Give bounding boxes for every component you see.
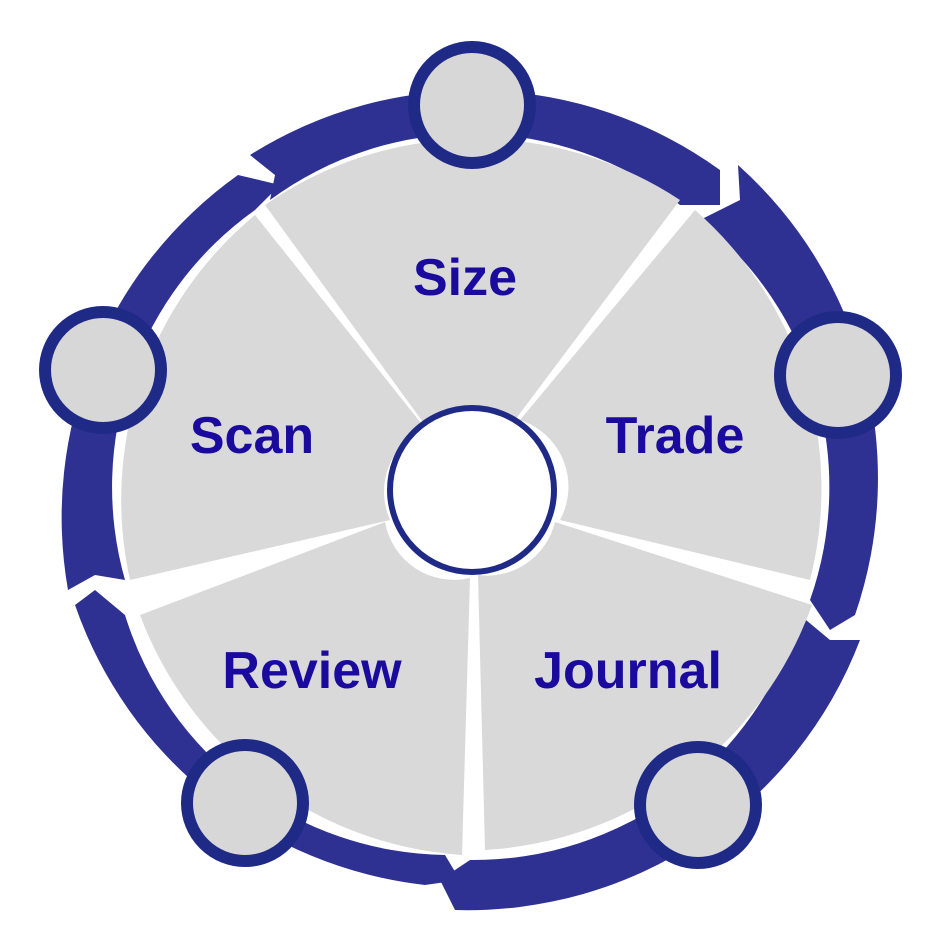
segment-journal bbox=[478, 522, 812, 850]
knob-left bbox=[39, 306, 167, 434]
segment-review bbox=[140, 522, 470, 855]
ring-arc-journal bbox=[440, 615, 860, 911]
stage-label-review: Review bbox=[222, 642, 402, 700]
center-hub bbox=[387, 405, 557, 575]
stage-label-size: Size bbox=[413, 249, 517, 307]
segments bbox=[121, 138, 822, 855]
knob-bottom-left bbox=[181, 739, 309, 867]
stage-label-journal: Journal bbox=[534, 642, 722, 700]
knob-top bbox=[408, 41, 536, 169]
stage-labels: Size Trade Journal Review Scan bbox=[190, 249, 745, 700]
knobs bbox=[39, 41, 902, 869]
ring-arc-trade bbox=[700, 165, 878, 630]
segment-trade bbox=[520, 210, 822, 580]
ring-arc-size bbox=[250, 90, 720, 205]
stage-label-scan: Scan bbox=[190, 407, 314, 465]
knob-right bbox=[774, 311, 902, 439]
segment-scan bbox=[121, 215, 425, 580]
segment-size bbox=[265, 138, 680, 425]
stage-label-trade: Trade bbox=[606, 407, 745, 465]
knob-bottom-right bbox=[634, 741, 762, 869]
